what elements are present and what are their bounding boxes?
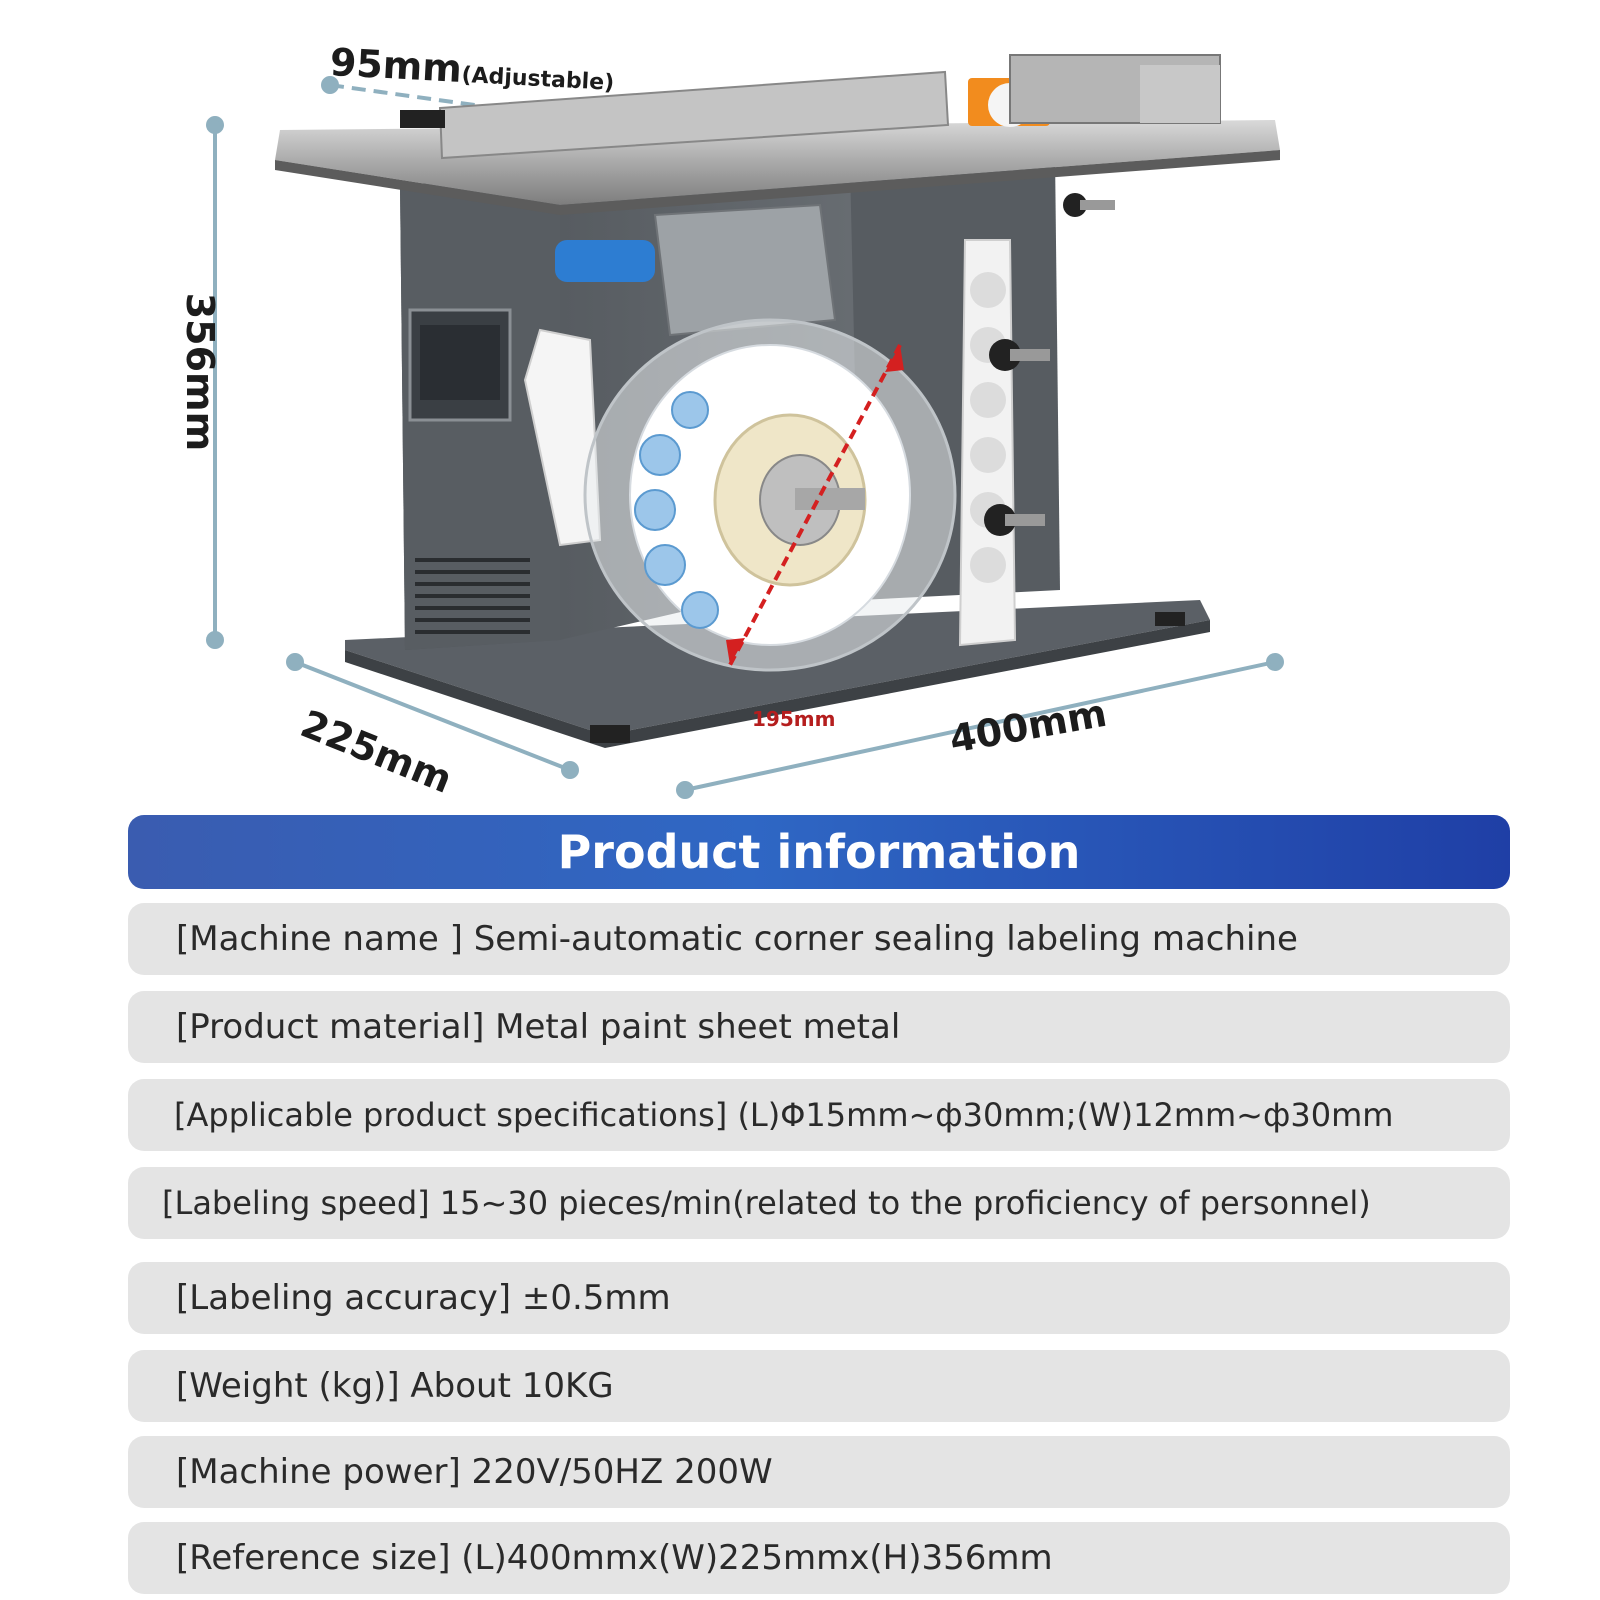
info-row-weight: [Weight (kg)] About 10KG (128, 1350, 1510, 1422)
info-row-machine-name: [Machine name ] Semi-automatic corner se… (128, 903, 1510, 975)
info-row-text: [Labeling accuracy] ±0.5mm (176, 1278, 671, 1318)
info-row-text: [Product material] Metal paint sheet met… (176, 1007, 901, 1047)
machine-illustration (206, 54, 1284, 799)
info-row-text: [Weight (kg)] About 10KG (176, 1366, 614, 1406)
info-row-specifications: [Applicable product specifications] (L)Φ… (128, 1079, 1510, 1151)
info-row-labeling-speed: [Labeling speed] 15~30 pieces/min(relate… (128, 1167, 1510, 1239)
roll-diameter-arrow (728, 344, 902, 666)
info-row-labeling-accuracy: [Labeling accuracy] ±0.5mm (128, 1262, 1510, 1334)
product-info-header: Product information (128, 815, 1510, 889)
info-row-power: [Machine power] 220V/50HZ 200W (128, 1436, 1510, 1508)
bracket (653, 203, 837, 337)
info-row-reference-size: [Reference size] (L)400mmx(W)225mmx(H)35… (128, 1522, 1510, 1594)
dimension-note-adjustable: (Adjustable) (460, 62, 615, 96)
dimension-label-height: 356mm (178, 292, 222, 452)
machine-figure: 95mm(Adjustable) 356mm 225mm 400mm 195mm (178, 40, 1284, 802)
info-row-text: [Machine power] 220V/50HZ 200W (176, 1452, 773, 1492)
info-row-text: [Applicable product specifications] (L)Φ… (174, 1096, 1394, 1134)
info-row-material: [Product material] Metal paint sheet met… (128, 991, 1510, 1063)
adjustment-knobs (984, 193, 1115, 536)
guide-fence (438, 70, 950, 160)
info-row-text: [Machine name ] Semi-automatic corner se… (176, 919, 1298, 959)
info-row-text: [Reference size] (L)400mmx(W)225mmx(H)35… (176, 1538, 1053, 1578)
vent-grille (415, 558, 530, 634)
blue-roller (555, 240, 655, 282)
dimension-label-roll-diameter: 195mm (752, 707, 836, 731)
info-row-text: [Labeling speed] 15~30 pieces/min(relate… (162, 1184, 1371, 1222)
